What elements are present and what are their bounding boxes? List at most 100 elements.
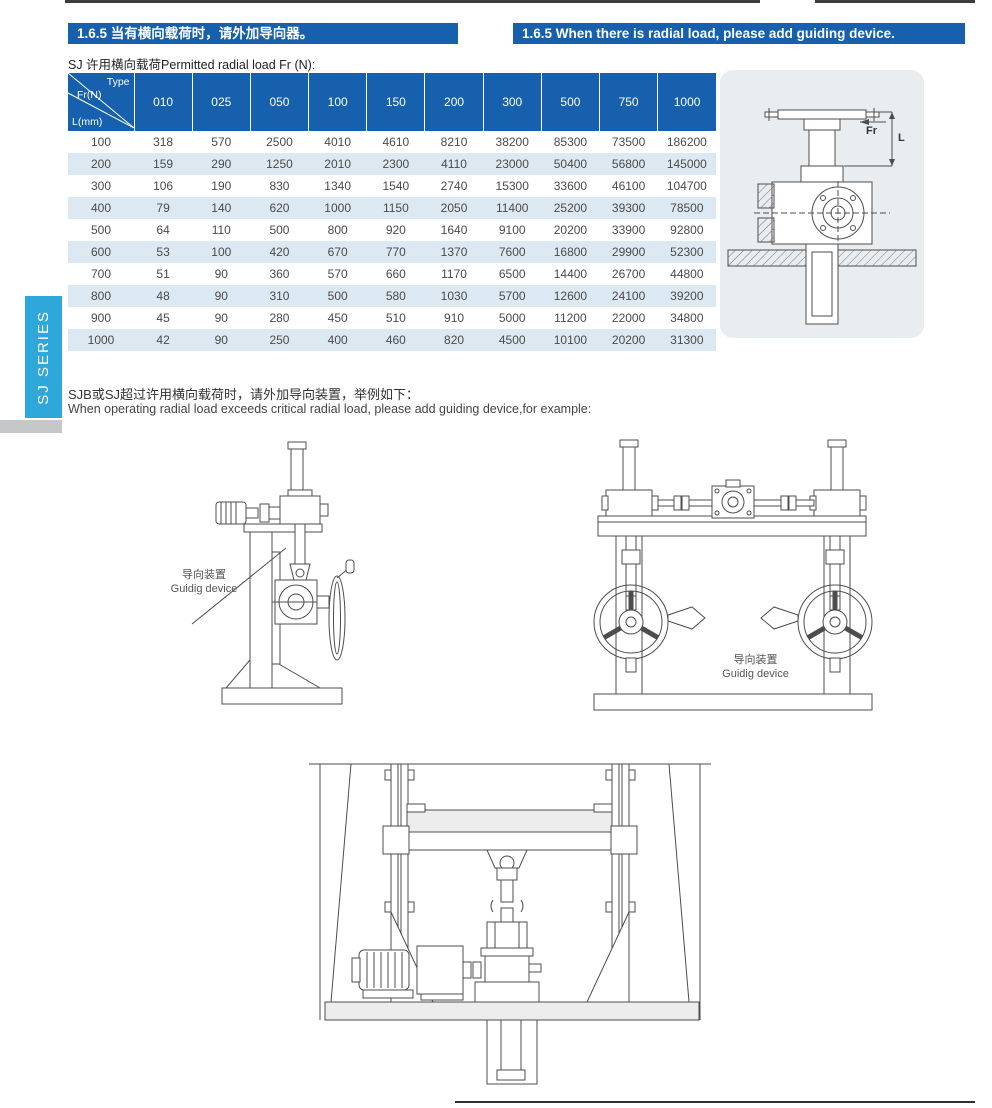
row-label: 400 <box>90 201 112 215</box>
single-jack-stand-drawing <box>191 441 355 705</box>
table-cell: 100 <box>211 245 232 259</box>
table-cell: 20200 <box>611 333 646 347</box>
row-label: 600 <box>90 245 112 259</box>
row-label: 700 <box>90 267 112 281</box>
table-cell: 11400 <box>495 201 529 215</box>
top-edge-strip-right <box>815 0 975 3</box>
guide-label-cn: 导向装置 <box>733 654 778 666</box>
table-cell: 1370 <box>440 245 468 259</box>
table-cell: 8210 <box>440 135 468 149</box>
table-corner-cell: Type Fr(N) L(mm) <box>67 72 135 131</box>
table-cell: 6500 <box>498 267 526 281</box>
table-cell: 2050 <box>440 201 468 215</box>
table-cell: 830 <box>269 179 290 193</box>
sidebar-series-tab: SJ SERIES <box>25 296 62 418</box>
guide-device-label-1: 导向装置 Guidig device <box>158 568 250 596</box>
sidebar-gray-bar <box>0 420 62 433</box>
table-cell: 52300 <box>670 245 704 259</box>
table-cell: 2300 <box>382 157 410 171</box>
table-cell: 920 <box>385 223 406 237</box>
table-cell: 1000 <box>324 201 351 215</box>
table-cell: 78500 <box>670 201 704 215</box>
table-cell: 48 <box>156 289 170 303</box>
table-cell: 460 <box>385 333 406 347</box>
figure-twin-jack-frame <box>578 432 888 722</box>
left-handwheel <box>593 584 706 660</box>
guide-device-label-2: 导向装置 Guidig device <box>698 653 813 681</box>
fr-dimension-label: Fr <box>866 125 877 137</box>
jack-section-panel: Fr L <box>720 70 924 338</box>
column-header: 500 <box>541 73 601 131</box>
table-cell: 12600 <box>553 289 588 303</box>
table-cell: 26700 <box>611 267 646 281</box>
table-cell: 23000 <box>495 157 529 171</box>
guide-label-en: Guidig device <box>170 583 238 595</box>
table-cell: 400 <box>327 333 348 347</box>
table-cell: 39300 <box>611 201 646 215</box>
table-cell: 92800 <box>670 223 704 237</box>
column-header: 100 <box>308 73 368 131</box>
table-cell: 660 <box>385 267 406 281</box>
corner-l-label: L(mm) <box>72 116 103 128</box>
table-cell: 360 <box>269 267 290 281</box>
corner-diagonal-lines <box>67 72 135 129</box>
table-cell: 2010 <box>324 157 351 171</box>
table-cell: 33600 <box>553 179 588 193</box>
table-cell: 2740 <box>440 179 468 193</box>
table-cell: 4110 <box>441 157 467 171</box>
table-cell: 22000 <box>611 311 646 325</box>
table-cell: 4010 <box>324 135 351 149</box>
table-cell: 580 <box>385 289 406 303</box>
twin-jack-frame-drawing <box>593 439 873 711</box>
table-cell: 34800 <box>670 311 704 325</box>
table-cell: 33900 <box>611 223 646 237</box>
table-cell: 20200 <box>553 223 588 237</box>
table-cell: 45 <box>156 311 170 325</box>
column-header: 050 <box>250 73 310 131</box>
table-cell: 79 <box>156 201 170 215</box>
table-cell: 186200 <box>666 135 707 149</box>
column-header: 300 <box>483 73 542 131</box>
table-cell: 14400 <box>553 267 588 281</box>
table-cell: 44800 <box>670 267 704 281</box>
table-cell: 310 <box>269 289 290 303</box>
table-cell: 90 <box>214 333 228 347</box>
table-cell: 104700 <box>666 179 707 193</box>
figure-large-guided-frame <box>295 752 725 1102</box>
table-cell: 85300 <box>553 135 588 149</box>
table-cell: 38200 <box>495 135 529 149</box>
row-label: 100 <box>90 135 112 149</box>
table-cell: 90 <box>214 267 228 281</box>
table-cell: 1340 <box>324 179 351 193</box>
jack-cross-section-drawing <box>727 108 917 325</box>
table-cell: 910 <box>444 311 465 325</box>
table-cell: 570 <box>211 135 232 149</box>
row-label: 500 <box>90 223 112 237</box>
table-cell: 24100 <box>611 289 646 303</box>
table-cell: 318 <box>153 135 174 149</box>
figure-single-jack-stand <box>160 432 410 712</box>
column-header: 010 <box>134 73 193 131</box>
table-cell: 73500 <box>611 135 646 149</box>
column-header: 200 <box>424 73 484 131</box>
table-cell: 1250 <box>266 157 293 171</box>
table-cell: 42 <box>156 333 170 347</box>
table-cell: 1150 <box>382 201 409 215</box>
table-cell: 7600 <box>498 245 526 259</box>
top-edge-strip-left <box>65 0 760 3</box>
table-cell: 64 <box>156 223 170 237</box>
table-cell: 190 <box>211 179 232 193</box>
table-cell: 4500 <box>498 333 526 347</box>
series-label: SJ SERIES <box>35 309 52 405</box>
table-cell: 16800 <box>553 245 588 259</box>
column-header: 1000 <box>657 73 716 131</box>
table-cell: 670 <box>327 245 348 259</box>
